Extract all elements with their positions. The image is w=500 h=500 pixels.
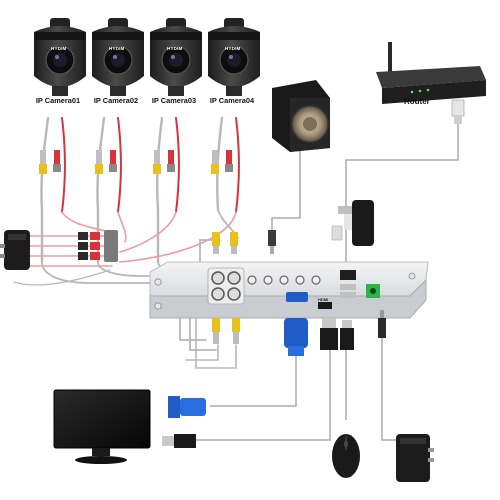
camera-brand-01: HYDIM bbox=[51, 46, 67, 51]
audio-jack bbox=[268, 230, 276, 254]
ip-camera-03 bbox=[150, 18, 202, 96]
speaker bbox=[272, 80, 330, 152]
dvr-bnc-connectors-top bbox=[212, 232, 238, 254]
dc-power-plug bbox=[378, 310, 386, 338]
usb-cable-plug bbox=[340, 320, 354, 350]
router bbox=[376, 42, 486, 124]
dvr-recorder bbox=[149, 261, 429, 319]
power-splitter bbox=[78, 230, 118, 262]
monitor bbox=[53, 389, 151, 464]
camera-label-04: IP Camera04 bbox=[209, 96, 255, 105]
camera-label-01: IP Camera01 bbox=[35, 96, 81, 105]
dvr-bnc-connectors-bottom bbox=[212, 318, 240, 344]
monitor-vga-connector bbox=[168, 396, 206, 418]
vga-cable-plug bbox=[284, 318, 308, 356]
camera-brand-03: HYDIM bbox=[167, 46, 183, 51]
hdmi-cable-plug bbox=[320, 318, 338, 350]
mouse bbox=[332, 434, 360, 478]
camera-label-03: IP Camera03 bbox=[151, 96, 197, 105]
ip-camera-02 bbox=[92, 18, 144, 96]
camera-brand-04: HYDIM bbox=[225, 46, 241, 51]
camera-connectors bbox=[39, 150, 233, 174]
camera-brand-02: HYDIM bbox=[109, 46, 125, 51]
monitor-hdmi-connector bbox=[162, 434, 196, 448]
camera-label-02: IP Camera02 bbox=[93, 96, 139, 105]
hdmi-port-label: HDMI bbox=[318, 297, 329, 302]
camera-cables bbox=[13, 116, 240, 369]
dvr-power-adapter bbox=[396, 434, 434, 482]
camera-power-adapter bbox=[0, 230, 30, 270]
router-label: Router bbox=[404, 97, 430, 106]
ip-camera-04 bbox=[208, 18, 260, 96]
network-jack bbox=[331, 225, 343, 241]
ip-camera-01 bbox=[34, 18, 86, 96]
usb-dongle bbox=[338, 200, 374, 246]
